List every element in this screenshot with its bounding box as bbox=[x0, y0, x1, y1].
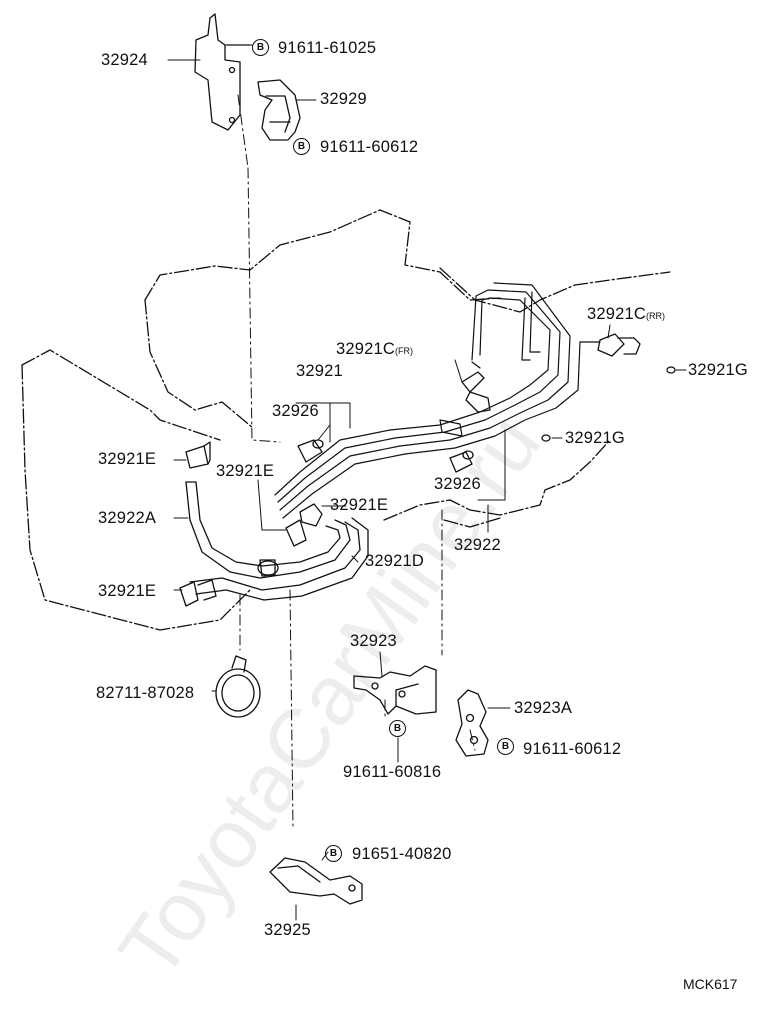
label-32921e-top: 32921E bbox=[98, 450, 157, 468]
clamp-32929 bbox=[257, 79, 301, 141]
label-32926-right: 32926 bbox=[434, 475, 481, 493]
bolt-icon: B bbox=[252, 39, 269, 56]
engine-outline bbox=[21, 209, 671, 631]
label-91611-61025: 91611-61025 bbox=[278, 39, 377, 57]
diagram-code: MCK617 bbox=[683, 976, 738, 992]
label-32921e-bottom: 32921E bbox=[98, 582, 157, 600]
label-32921c-fr: 32921C(FR) bbox=[336, 340, 413, 358]
label-91611-60816: 91611-60816 bbox=[343, 763, 442, 781]
cushion-32926-left bbox=[297, 439, 324, 463]
label-32922: 32922 bbox=[454, 536, 501, 554]
grommet-32921g-mid bbox=[541, 434, 551, 442]
clip-32921e-bottom bbox=[179, 579, 217, 607]
label-32926-left: 32926 bbox=[272, 402, 319, 420]
cushion-32926-right bbox=[449, 450, 474, 473]
band-clamp-82711-87028 bbox=[215, 655, 261, 718]
fitting-32921c-fr bbox=[461, 361, 491, 413]
label-32923: 32923 bbox=[350, 632, 397, 650]
clip-32921e-mid bbox=[285, 519, 307, 547]
label-32921e-right: 32921E bbox=[330, 496, 389, 514]
label-32923a: 32923A bbox=[514, 699, 573, 717]
label-32921g-mid: 32921G bbox=[565, 429, 625, 447]
label-82711-87028: 82711-87028 bbox=[96, 684, 195, 702]
bracket-32923 bbox=[353, 665, 437, 715]
label-32925: 32925 bbox=[264, 921, 311, 939]
label-32922a: 32922A bbox=[98, 509, 157, 527]
clip-32921e-right bbox=[299, 503, 323, 527]
label-32921d: 32921D bbox=[365, 552, 424, 570]
clamp-32923a bbox=[455, 689, 489, 757]
brake-tubes bbox=[274, 282, 601, 519]
bolt-icon: B bbox=[497, 738, 514, 755]
label-91611-60612-bottom: 91611-60612 bbox=[523, 740, 622, 758]
bolt-icon: B bbox=[389, 720, 406, 737]
label-91651-40820: 91651-40820 bbox=[352, 845, 452, 863]
label-32921: 32921 bbox=[296, 362, 343, 380]
label-32921g-right: 32921G bbox=[688, 361, 748, 379]
label-32921e-mid: 32921E bbox=[216, 462, 275, 480]
bracket-32924 bbox=[194, 13, 251, 131]
label-32929: 32929 bbox=[320, 90, 367, 108]
label-32924: 32924 bbox=[101, 51, 148, 69]
bolt-icon: B bbox=[325, 845, 342, 862]
label-91611-60612-top: 91611-60612 bbox=[320, 138, 419, 156]
leader-lines bbox=[167, 44, 687, 921]
fitting-32921c-rr bbox=[597, 333, 641, 357]
hoses bbox=[185, 481, 369, 601]
bolt-icon: B bbox=[293, 138, 310, 155]
label-32921c-rr: 32921C(RR) bbox=[587, 305, 665, 323]
clip-32921e-top bbox=[185, 441, 211, 469]
bracket-32925 bbox=[269, 857, 363, 905]
grommet-32921g-right bbox=[666, 366, 676, 374]
